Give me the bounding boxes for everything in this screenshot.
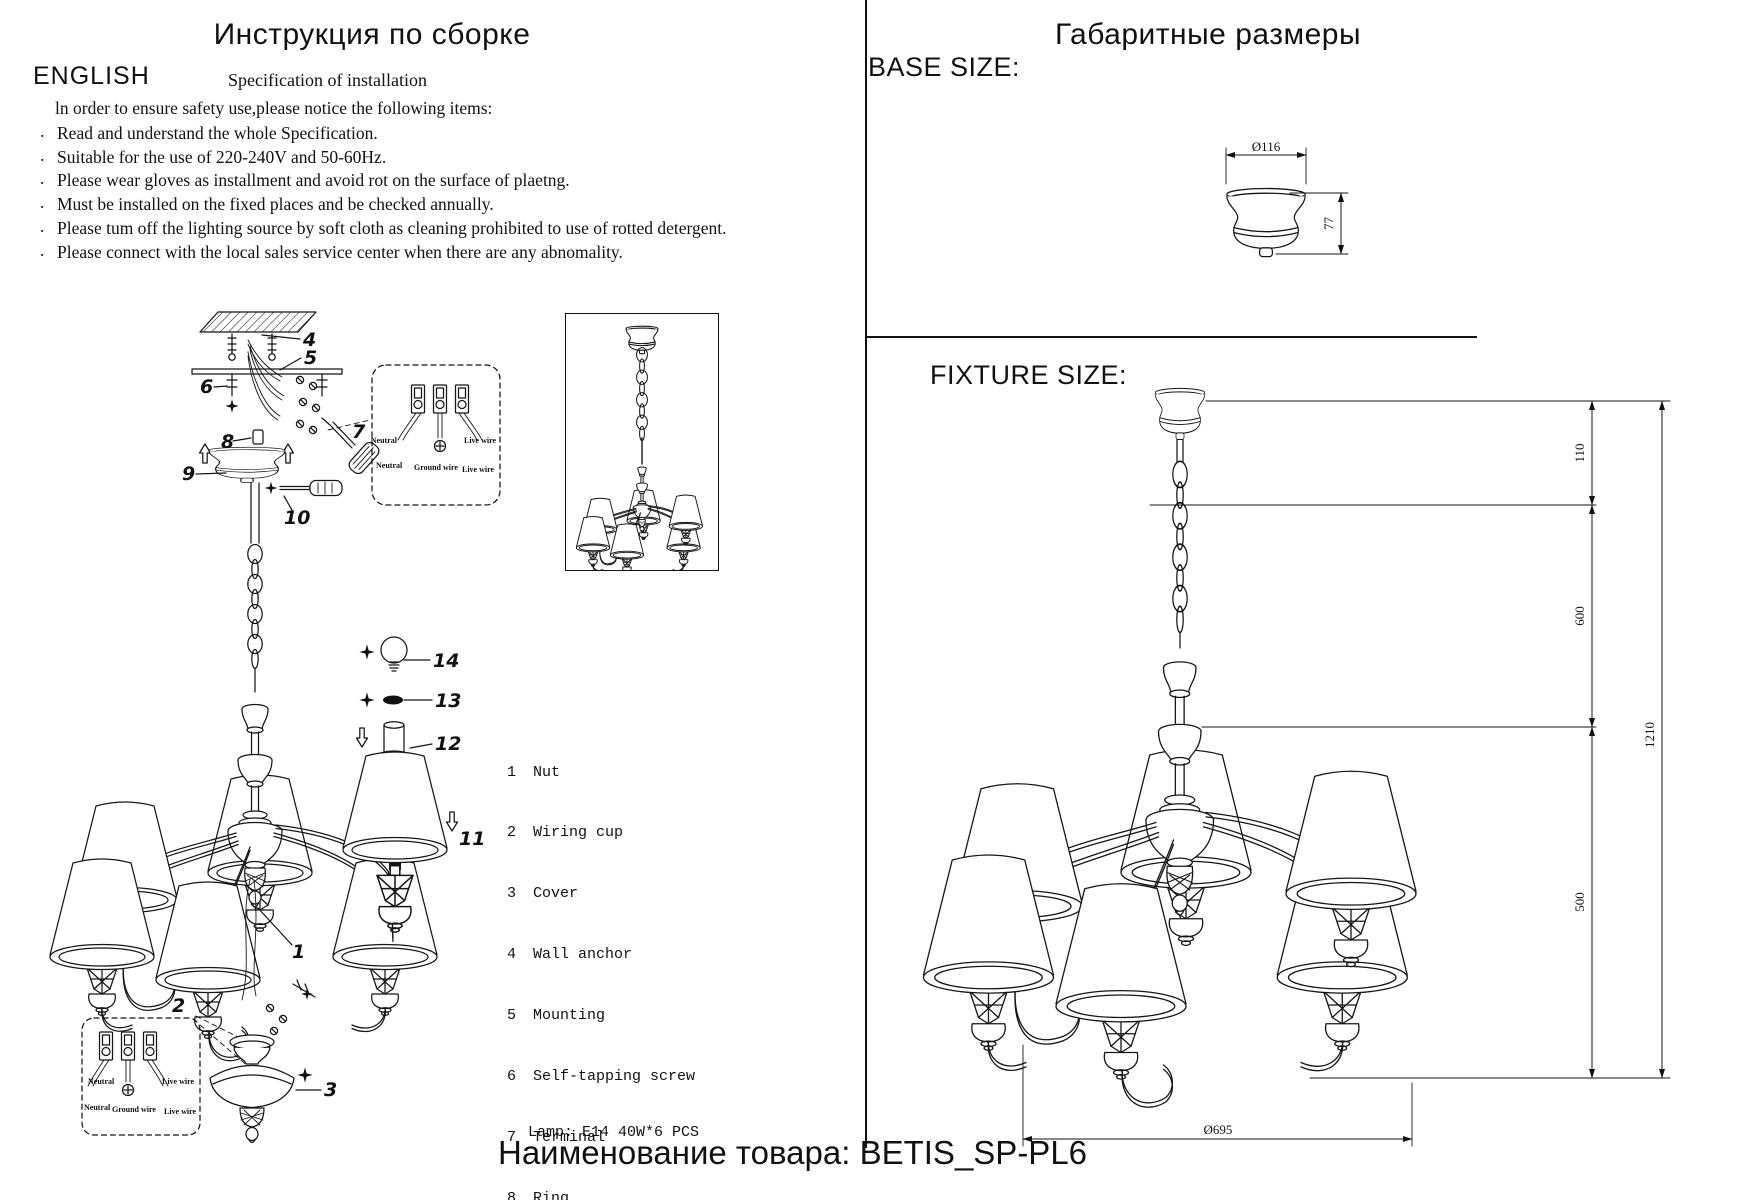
callout-3: 3 bbox=[324, 1079, 337, 1101]
terminal-box-top: Neutral Live wire Neutral Ground wire Li… bbox=[371, 364, 501, 506]
wires-drawing bbox=[247, 339, 285, 421]
dim-fixture-diameter: Ø695 bbox=[1204, 1122, 1233, 1137]
language-heading: ENGLISH bbox=[33, 62, 150, 90]
callout-11: 11 bbox=[459, 828, 485, 850]
product-name: Наименование товара: BETIS_SP-PL6 bbox=[498, 1134, 1088, 1171]
ring-drawing bbox=[252, 429, 264, 445]
svg-text:Live wire: Live wire bbox=[162, 1077, 195, 1086]
svg-text:Neutral: Neutral bbox=[371, 436, 398, 445]
center-wires bbox=[241, 879, 257, 1001]
svg-text:Live wire: Live wire bbox=[464, 436, 497, 445]
bulb-drawing: 14 bbox=[358, 636, 459, 672]
exploded-shade-drawing bbox=[342, 751, 448, 864]
svg-text:Neutral: Neutral bbox=[84, 1103, 111, 1112]
socket-ring-drawing: 13 bbox=[358, 690, 461, 712]
svg-text:Live wire: Live wire bbox=[462, 465, 495, 474]
base-size-drawing: Ø116 77 bbox=[1225, 139, 1349, 258]
svg-text:Neutral: Neutral bbox=[88, 1077, 115, 1086]
dim-top-offset: 110 bbox=[1572, 443, 1587, 462]
canopy-drawing bbox=[208, 446, 286, 484]
dim-body-height: 500 bbox=[1572, 892, 1587, 912]
finished-chandelier-drawing bbox=[566, 325, 718, 570]
rod-drawing bbox=[250, 482, 260, 544]
center-divider bbox=[865, 0, 867, 1148]
finished-view-box bbox=[565, 313, 719, 571]
fixture-chain bbox=[1171, 460, 1189, 634]
callout-14: 14 bbox=[433, 650, 459, 672]
fixture-size-label: FIXTURE SIZE: bbox=[930, 360, 1128, 390]
safety-intro: ln order to ensure safety use,please not… bbox=[55, 98, 493, 118]
svg-text:Neutral: Neutral bbox=[376, 461, 403, 470]
callout-5: 5 bbox=[304, 347, 317, 369]
subtitle: Specification of installation bbox=[228, 70, 427, 90]
svg-text:Ground wire: Ground wire bbox=[112, 1105, 156, 1114]
chandelier-main-drawing bbox=[50, 705, 448, 1061]
callout-6: 6 bbox=[200, 376, 213, 398]
dim-total-height: 1210 bbox=[1642, 722, 1657, 748]
cover-drawing bbox=[209, 1034, 314, 1144]
callout-13: 13 bbox=[435, 690, 461, 712]
section-rule bbox=[866, 336, 1477, 338]
fixture-chandelier bbox=[924, 662, 1417, 1107]
callout-1: 1 bbox=[292, 941, 305, 963]
bullet-3: Please wear gloves as installment and av… bbox=[57, 170, 570, 190]
chain-drawing bbox=[247, 543, 263, 670]
terminal-box-bottom: Neutral Live wire Neutral Ground wire Li… bbox=[81, 1017, 201, 1136]
bullet-6: Please connect with the local sales serv… bbox=[57, 242, 623, 262]
callout-4: 4 bbox=[302, 329, 316, 351]
callout-7: 7 bbox=[352, 421, 366, 443]
dim-base-diameter: Ø116 bbox=[1252, 139, 1281, 154]
bullet-5: Please tum off the lighting source by so… bbox=[57, 218, 727, 238]
dim-base-height: 77 bbox=[1321, 217, 1336, 231]
dim-chain-length: 600 bbox=[1572, 606, 1587, 626]
svg-text:Ground wire: Ground wire bbox=[414, 463, 458, 472]
bullet-2: Suitable for the use of 220-240V and 50-… bbox=[57, 147, 387, 167]
bullet-4: Must be installed on the fixed places an… bbox=[57, 194, 494, 214]
page-title-left: Инструкция по сборке bbox=[213, 18, 531, 51]
callout-10: 10 bbox=[284, 507, 310, 529]
fixture-canopy bbox=[1154, 387, 1206, 440]
assembly-diagram: 4 5 6 bbox=[0, 311, 501, 1144]
base-size-label: BASE SIZE: bbox=[868, 52, 1021, 82]
svg-text:Live wire: Live wire bbox=[164, 1107, 197, 1116]
screw-and-driver bbox=[264, 479, 343, 497]
callout-2: 2 bbox=[172, 995, 185, 1017]
ceiling-drawing bbox=[191, 311, 343, 414]
fixture-size-drawing: 110 600 500 1210 Ø695 bbox=[880, 387, 1671, 1147]
lamp-spec: Lamp: E14 40W*6 PCS bbox=[528, 1124, 700, 1141]
bullet-1: Read and understand the whole Specificat… bbox=[57, 123, 378, 143]
callout-9: 9 bbox=[182, 463, 195, 485]
callout-12: 12 bbox=[435, 733, 461, 755]
page-title-right: Габаритные размеры bbox=[1054, 18, 1362, 51]
